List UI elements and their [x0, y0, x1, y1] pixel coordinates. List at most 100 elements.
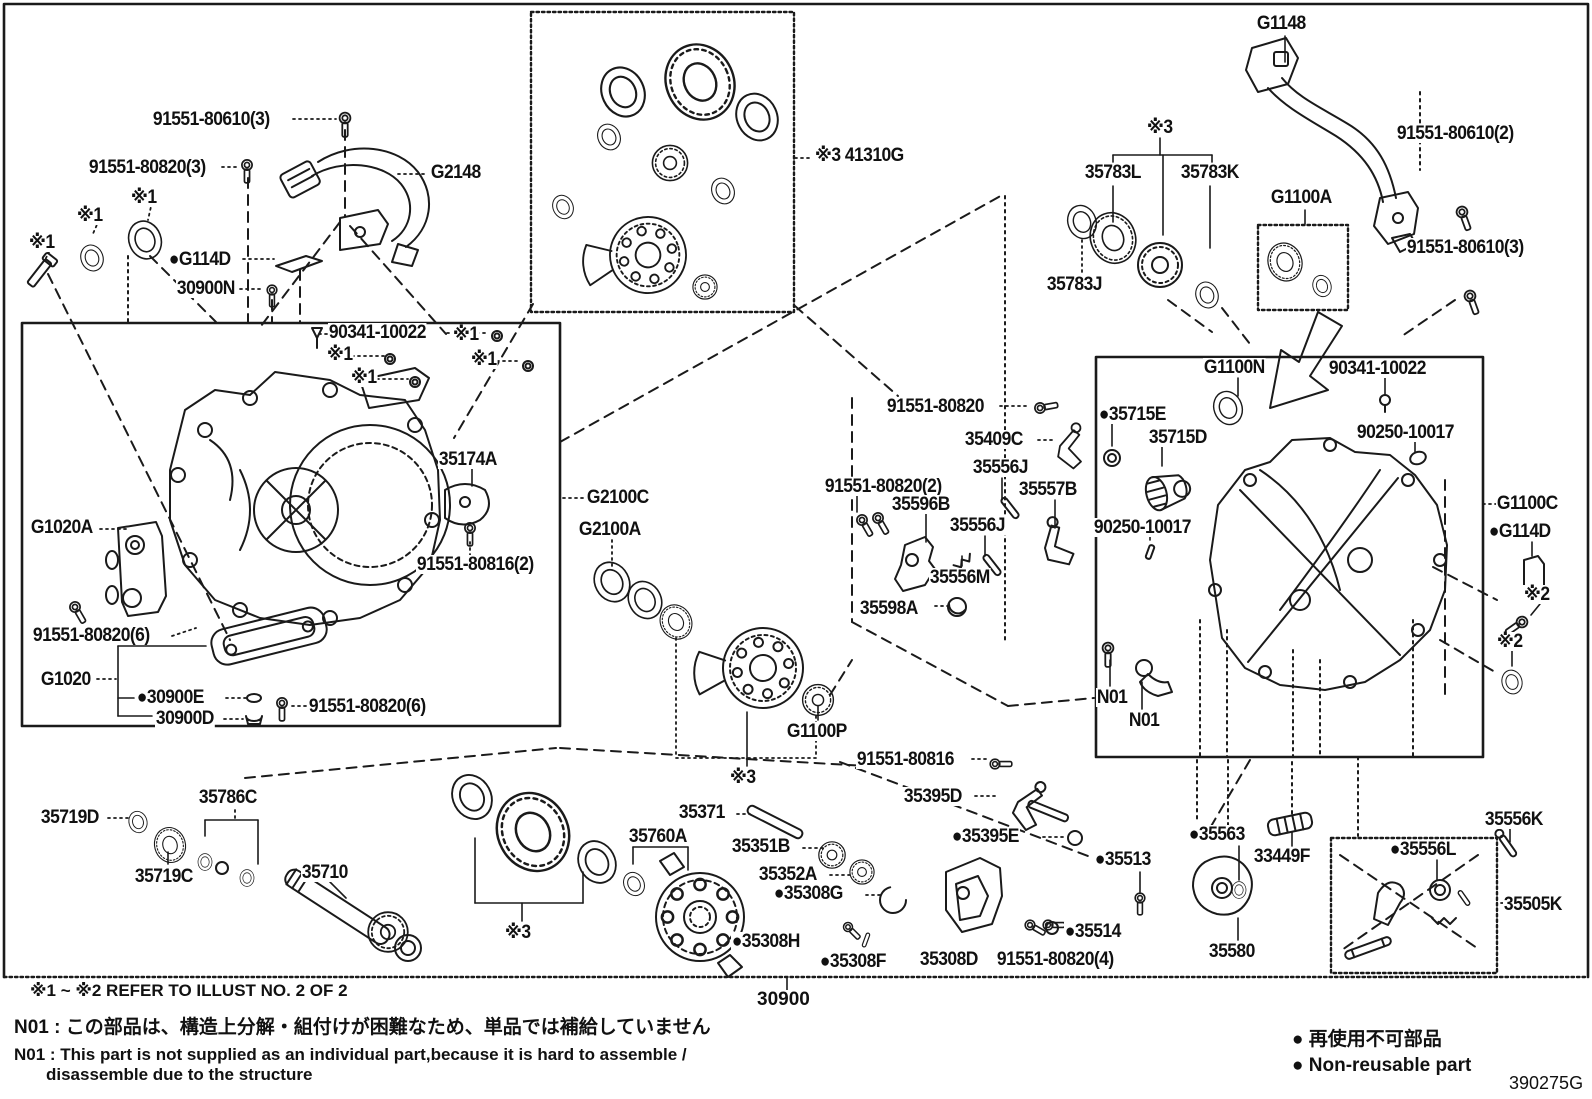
part-label: 35352A	[758, 864, 818, 885]
part-label: ●35563	[1188, 824, 1246, 845]
part-label: 35556J	[972, 457, 1029, 478]
part-label: ※3	[1146, 117, 1174, 138]
part-label: 35556M	[929, 567, 991, 588]
part-label: 91551-80820(3)	[88, 157, 207, 178]
part-label: G1100N	[1203, 357, 1266, 378]
part-label: 35556K	[1484, 809, 1544, 830]
part-label: 35395D	[903, 786, 963, 807]
small-cover-35174a-drawing	[444, 483, 490, 526]
assembly-number: 30900	[757, 989, 810, 1010]
part-label: 91551-80820(6)	[32, 625, 151, 646]
part-label: N01	[1128, 710, 1161, 731]
part-label: ※3 41310G	[814, 145, 905, 166]
part-label: G2148	[430, 162, 482, 183]
part-label: 90341-10022	[1328, 358, 1427, 379]
part-label: 35719C	[134, 866, 194, 887]
part-label: N01	[1096, 687, 1129, 708]
part-label: 90250-10017	[1093, 517, 1192, 538]
part-label: ●35556L	[1389, 839, 1457, 860]
part-label: 91551-80820(2)	[824, 476, 943, 497]
fastener-drawings	[26, 111, 1483, 722]
part-label: ●G114D	[1488, 521, 1552, 542]
part-label: 33449F	[1253, 846, 1311, 867]
dotted-drop-lines	[127, 91, 1421, 843]
part-label: ●35308F	[819, 951, 887, 972]
part-label: 35557B	[1018, 479, 1078, 500]
part-label: ※3	[504, 922, 532, 943]
part-label: ●30900E	[136, 687, 205, 708]
part-label: ※2	[1523, 584, 1551, 605]
part-label: 91551-80610(2)	[1396, 123, 1515, 144]
part-label: 91551-80610(3)	[1406, 237, 1525, 258]
note-jp: N01 : この部品は、構造上分解・組付けが困難なため、単品では補給していません	[14, 1017, 711, 1038]
part-label: 35596B	[891, 494, 951, 515]
part-label: 91551-80820	[886, 396, 985, 417]
part-label: 35556J	[949, 515, 1006, 536]
part-label: 35710	[301, 862, 349, 883]
part-label: 35786C	[198, 787, 258, 808]
part-label: 35505K	[1503, 894, 1563, 915]
part-label: 35719D	[40, 807, 100, 828]
mount-bracket-and-pan-drawing	[105, 521, 328, 725]
part-label: ※1	[350, 367, 378, 388]
part-label: G1020A	[30, 517, 94, 538]
part-label: 91551-80816	[856, 749, 955, 770]
part-label: G1100P	[786, 721, 848, 742]
part-label: 90250-10017	[1356, 422, 1455, 443]
transaxle-case-rear-drawing	[1101, 386, 1448, 697]
part-label: 90341-10022	[328, 322, 427, 343]
differential-case-group-drawing	[443, 766, 1146, 978]
dashed-alignment-lines	[47, 129, 1498, 951]
part-label: 91551-80820(6)	[308, 696, 427, 717]
part-label: 91551-80610(3)	[152, 109, 271, 130]
part-label: ※2	[1496, 631, 1524, 652]
part-label: 35351B	[731, 836, 791, 857]
part-label: ※1	[76, 205, 104, 226]
part-label: 35760A	[628, 826, 688, 847]
part-label: G1020	[40, 669, 92, 690]
part-label: ※1	[130, 187, 158, 208]
note-en-line1: N01 : This part is not supplied as an in…	[14, 1045, 687, 1064]
part-label: ※1	[452, 324, 480, 345]
part-label: ●35514	[1064, 921, 1122, 942]
part-label: 35409C	[964, 429, 1024, 450]
part-label: ●35715E	[1098, 404, 1167, 425]
part-label: 35598A	[859, 598, 919, 619]
part-label: ●35513	[1094, 849, 1152, 870]
wire-harness-g1148-drawing	[1245, 37, 1419, 253]
part-label: ※1	[28, 232, 56, 253]
refer-note: ※1 ~ ※2 REFER TO ILLUST NO. 2 OF 2	[30, 981, 348, 1000]
part-label: ※1	[470, 349, 498, 370]
part-label: 91551-80816(2)	[416, 554, 535, 575]
callout-arrow	[1269, 311, 1343, 409]
part-label: G2100A	[578, 519, 642, 540]
part-label: ※1	[326, 344, 354, 365]
part-label: G1148	[1256, 13, 1307, 34]
part-label: 35174A	[438, 449, 498, 470]
legend-non-reusable-en: ● Non-reusable part	[1292, 1055, 1472, 1076]
part-label: G1100A	[1270, 187, 1333, 208]
page-border	[2, 2, 1590, 979]
part-label: 35783K	[1180, 162, 1240, 183]
part-label: ●35308G	[773, 883, 844, 904]
part-label: ●35395E	[951, 826, 1020, 847]
part-label: 35783J	[1046, 274, 1103, 295]
sub-assembly-boxes	[20, 10, 1499, 975]
part-label: 30900D	[155, 708, 215, 729]
part-label: G1100C	[1496, 493, 1559, 514]
part-label: 35580	[1208, 941, 1256, 962]
part-label: 91551-80820(4)	[996, 949, 1115, 970]
note-en-line2: disassemble due to the structure	[46, 1065, 313, 1084]
part-label: ●35308H	[731, 931, 801, 952]
part-label: 35308D	[919, 949, 979, 970]
part-label: 35715D	[1148, 427, 1208, 448]
part-label: 30900N	[176, 278, 236, 299]
part-label: G2100C	[586, 487, 650, 508]
transaxle-case-front-drawing	[169, 327, 451, 626]
part-label: 35371	[678, 802, 726, 823]
part-label: ●G114D	[168, 249, 232, 270]
shift-lever-cluster-drawing	[870, 399, 1089, 846]
wire-harness-g2148-drawing	[279, 147, 431, 267]
part-label: ※3	[729, 767, 757, 788]
